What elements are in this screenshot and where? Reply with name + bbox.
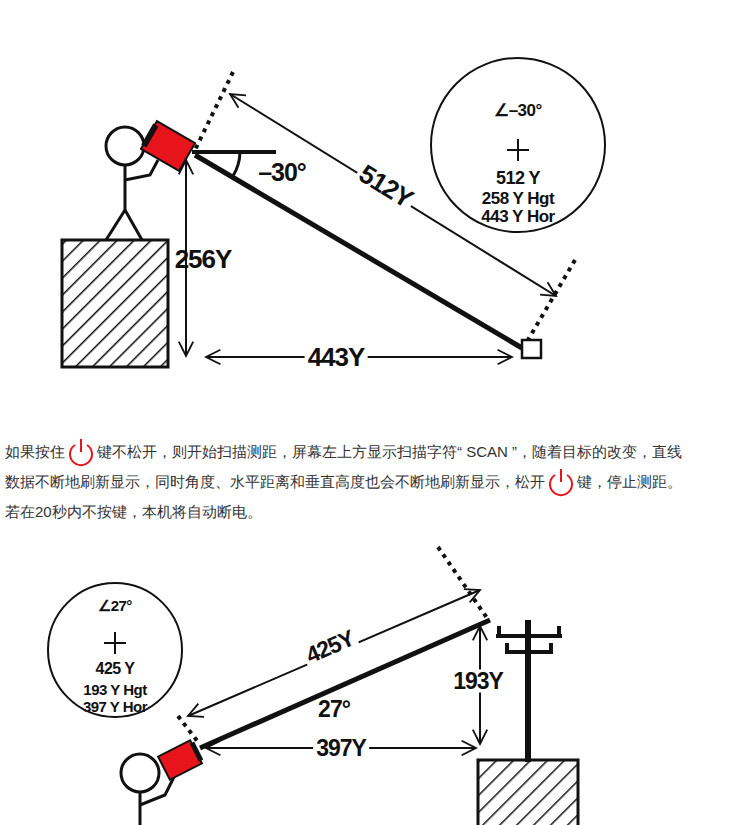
target — [522, 340, 541, 358]
dimension-label: 512Y — [352, 159, 419, 214]
building — [478, 760, 578, 825]
power-icon — [545, 468, 577, 498]
dimension-label: 425Y — [300, 625, 360, 668]
dimension-label: 193Y — [450, 670, 506, 693]
instruction-text: 如果按住 — [5, 443, 65, 460]
dimension-label: 443Y — [305, 344, 368, 370]
angle-readout: ∠27° — [49, 598, 181, 613]
display-circle: ∠–30° 512 Y 258 Y Hgt443 Y Hor — [430, 57, 606, 233]
utility-pole — [496, 620, 562, 762]
angle-label: 27° — [318, 698, 350, 721]
sight-line — [200, 620, 490, 748]
distance-readout: 258 Y Hgt — [432, 190, 604, 207]
distance-readout: 397 Y Hor — [49, 699, 181, 714]
dimension-label: 256Y — [175, 246, 232, 272]
distance-readout: 512 Y — [432, 169, 604, 187]
distance-readout: 425 Y — [49, 661, 181, 677]
power-icon — [65, 438, 97, 468]
angle-readout: ∠–30° — [432, 102, 604, 119]
distance-readout: 193 Y Hgt — [49, 682, 181, 697]
dimension-label: 397Y — [313, 737, 369, 760]
rangefinder — [158, 739, 205, 780]
angle-label: –30° — [258, 160, 306, 185]
building — [62, 240, 168, 367]
distance-readout: 443 Y Hor — [432, 208, 604, 225]
instruction-paragraph: 如果按住键不松开，则开始扫描测距，屏幕左上方显示扫描字符“ SCAN ”，随着目… — [5, 438, 695, 526]
display-circle: ∠27° 425 Y 193 Y Hgt 397 Y Hor — [47, 582, 183, 718]
